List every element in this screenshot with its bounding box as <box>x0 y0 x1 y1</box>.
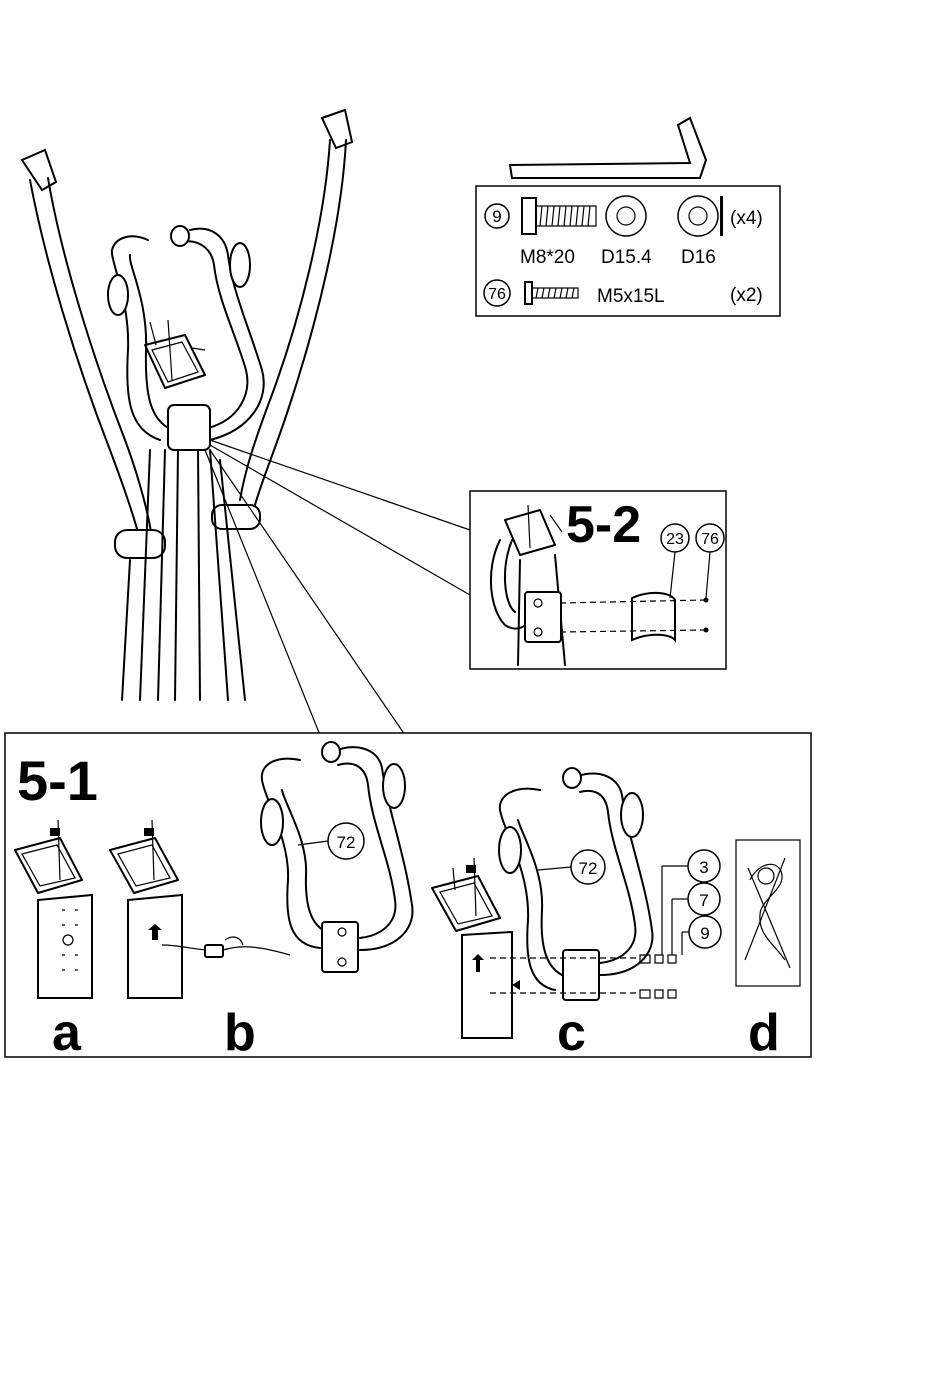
detail-5-1-title: 5-1 <box>17 749 98 812</box>
callout-3: 3 <box>699 858 708 877</box>
callout-9: 9 <box>492 207 501 226</box>
step-d-drawing <box>736 840 800 986</box>
callout-76-detail: 76 <box>701 531 719 548</box>
qty-row1: (x4) <box>730 208 763 229</box>
step-b: b <box>224 1004 256 1062</box>
callout-76: 76 <box>488 286 506 303</box>
step-c: c <box>557 1004 586 1062</box>
washer-d15-4-icon <box>606 196 646 236</box>
callout-9-stack: 9 <box>700 924 709 943</box>
part-m5x15l: M5x15L <box>597 286 665 307</box>
allen-key-icon <box>510 118 706 178</box>
step-a: a <box>52 1004 82 1062</box>
detail-5-2: 5-2 23 76 <box>470 491 726 669</box>
detail-5-2-title: 5-2 <box>566 496 641 554</box>
detail-5-1: 5-1 a <box>5 733 811 1062</box>
callout-72-b: 72 <box>337 833 356 852</box>
callout-23: 23 <box>666 531 684 548</box>
step-d: d <box>748 1004 780 1062</box>
callout-7: 7 <box>699 891 708 910</box>
qty-row2: (x2) <box>730 285 763 306</box>
main-elliptical-drawing <box>22 110 352 700</box>
part-d15-4: D15.4 <box>601 247 652 268</box>
part-d16: D16 <box>681 247 716 268</box>
part-m8-20: M8*20 <box>520 247 575 268</box>
hardware-box: 9 (x4) M8*20 D15.4 D16 76 M5x15L (x2) <box>476 186 780 316</box>
callout-72-c: 72 <box>579 859 598 878</box>
